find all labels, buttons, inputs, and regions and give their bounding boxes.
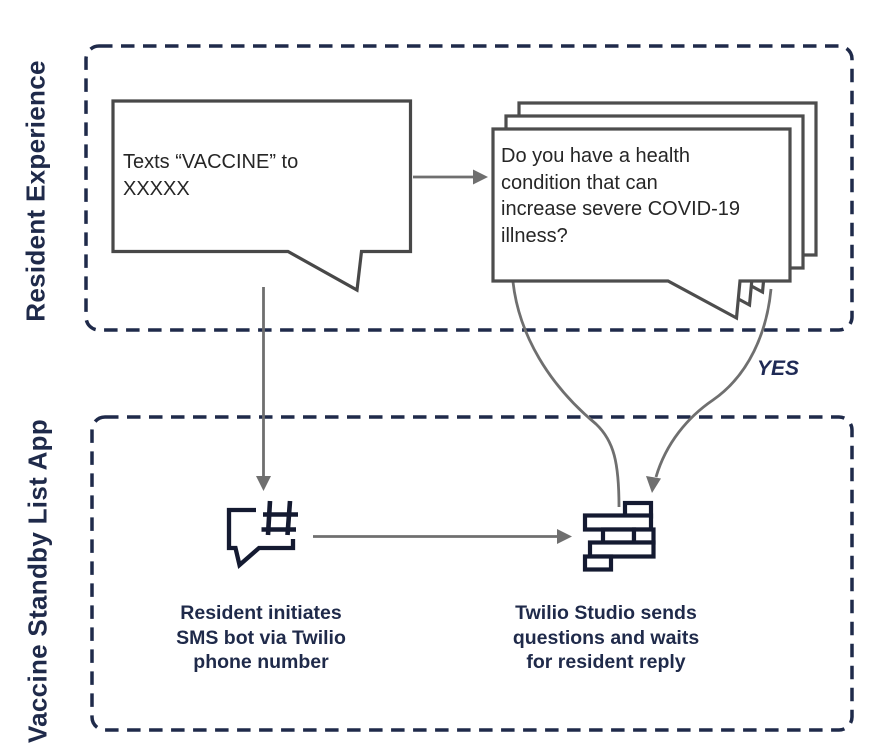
twilio-studio-caption: Twilio Studio sends questions and waits … [498,601,714,675]
question-bubble-front [491,127,792,321]
studio-brick [582,554,614,572]
studio-brick [587,540,656,559]
sms-bubble-outline [226,507,296,569]
twilio-studio-flow-icon [582,500,656,572]
text-line: Texts “VACCINE” to [123,151,299,173]
text-line: illness? [501,224,568,247]
resident-experience-section-border [84,44,854,332]
curve-question-yes-to-studio [654,288,773,478]
curve-question-to-studio [511,281,621,508]
question-bubble-stack [491,101,818,321]
vaccine-standby-list-app-section-border [90,415,854,732]
sms-hashtag-bubble-icon [226,500,298,569]
section-label-vaccine-standby-list-app: Vaccine Standby List App [22,418,53,744]
arrowhead-down-left [646,476,661,493]
text-line: for resident reply [526,651,686,673]
question-bubble-text: Do you have a health condition that can … [501,143,771,249]
arrowhead-right [473,169,488,185]
arrowhead-down [256,476,271,491]
text-line: Twilio Studio sends [515,602,697,624]
text-line: Do you have a health [501,145,691,167]
initial-bubble-text: Texts “VACCINE” to XXXXX [123,149,403,203]
text-line: XXXXX [123,178,190,200]
text-line: condition that can [501,171,658,194]
connectors [262,175,773,538]
text-line: SMS bot via Twilio [176,626,346,649]
section-label-resident-experience: Resident Experience [20,60,51,322]
hashtag-glyph [261,500,298,536]
arrowhead-right [557,529,572,544]
initial-sms-bubble [111,99,413,293]
text-line: Resident initiates [180,602,342,624]
yes-edge-label: YES [757,357,800,380]
text-line: increase severe COVID-19 [501,198,740,220]
text-line: phone number [193,651,329,673]
sms-bot-caption: Resident initiates SMS bot via Twilio ph… [153,601,369,675]
text-line: questions and waits [512,626,700,649]
arrowheads [256,169,661,544]
